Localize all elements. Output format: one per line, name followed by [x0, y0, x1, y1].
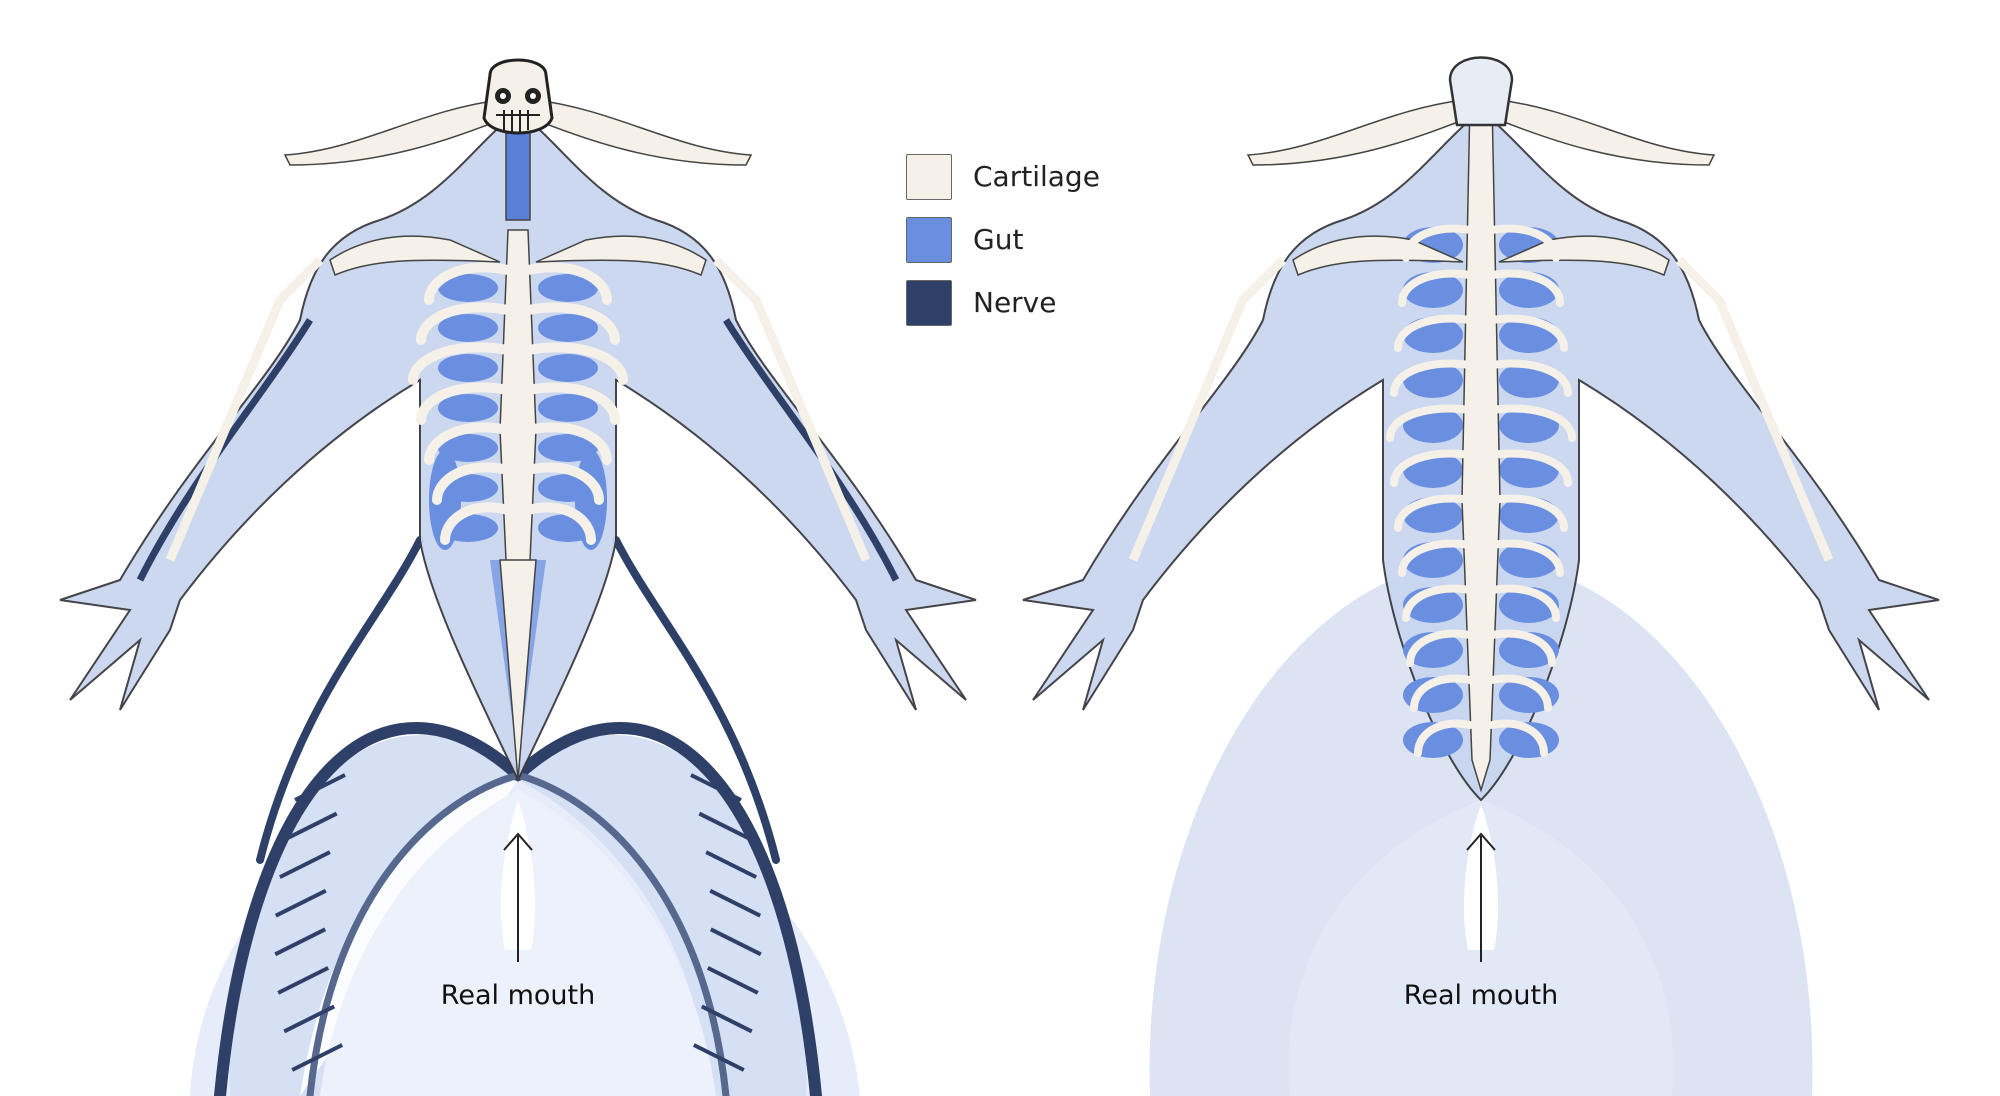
- nerve-swatch: [906, 279, 952, 326]
- back-ribcage: [1386, 224, 1576, 757]
- rib: [1488, 494, 1568, 532]
- rib: [1390, 449, 1474, 487]
- back-view-figure: [1022, 56, 1940, 1096]
- rib: [523, 262, 612, 305]
- back-mouth-caption: Real mouth: [1403, 980, 1559, 1011]
- nerve-branch: [278, 850, 331, 879]
- nerve-branch: [706, 966, 759, 995]
- rib: [416, 382, 513, 425]
- rib: [1414, 719, 1474, 757]
- front-view-figure: [59, 58, 977, 1096]
- rib: [1488, 629, 1556, 667]
- front-mouth-arrow: [503, 832, 533, 962]
- front-horns: [283, 99, 753, 166]
- front-mouth-caption: Real mouth: [440, 980, 596, 1011]
- legend-item-gut: Gut: [906, 216, 1100, 263]
- gut-lobe: [538, 314, 598, 342]
- rib: [1398, 269, 1474, 307]
- rib: [1394, 314, 1474, 352]
- legend: Cartilage Gut Nerve: [906, 153, 1100, 342]
- legend-item-nerve: Nerve: [906, 279, 1100, 326]
- nerve-branch: [285, 811, 338, 841]
- gut-lobe: [438, 434, 498, 462]
- gut-lobe: [538, 434, 598, 462]
- nerve-branch: [283, 1004, 336, 1034]
- rib: [523, 302, 620, 345]
- rib: [1488, 404, 1576, 442]
- rib: [1488, 674, 1552, 712]
- legend-label: Nerve: [973, 286, 1057, 319]
- legend-item-cartilage: Cartilage: [906, 153, 1100, 200]
- rib: [408, 342, 513, 385]
- gut-lobe: [538, 274, 598, 302]
- rib: [424, 422, 513, 465]
- rib: [1488, 449, 1572, 487]
- gut-lobe: [538, 394, 598, 422]
- rib: [1402, 224, 1474, 262]
- rib: [523, 382, 620, 425]
- rib: [432, 462, 513, 505]
- nerve-branch: [274, 888, 327, 918]
- nerve-branch: [705, 850, 758, 879]
- rib: [523, 502, 596, 545]
- nerve-branch: [698, 811, 751, 841]
- rib: [1390, 359, 1474, 397]
- gut-lobe: [538, 354, 598, 382]
- nerve-branch: [709, 927, 762, 957]
- rib: [523, 462, 604, 505]
- gut-lobe: [438, 354, 498, 382]
- nerve-branch: [291, 1043, 344, 1072]
- rib: [1488, 584, 1560, 622]
- rib: [1488, 269, 1564, 307]
- nerve-branch: [692, 1043, 745, 1072]
- rib: [1386, 404, 1474, 442]
- back-mouth-arrow: [1466, 832, 1496, 962]
- front-nerve-branches: [274, 773, 762, 1072]
- nerve-branch: [294, 773, 346, 802]
- rib: [1488, 224, 1560, 262]
- rib: [523, 342, 628, 385]
- cartilage-swatch: [906, 153, 952, 200]
- back-horns: [1246, 99, 1716, 166]
- gut-lobe: [438, 394, 498, 422]
- nerve-branch: [277, 966, 330, 995]
- legend-label: Gut: [973, 223, 1024, 256]
- gut-lobe: [438, 274, 498, 302]
- gut-lobe: [438, 314, 498, 342]
- legend-label: Cartilage: [973, 160, 1100, 193]
- front-nerve-loops: [214, 536, 822, 1096]
- rib: [523, 422, 612, 465]
- front-ribcage: [408, 262, 628, 545]
- back-head: [1448, 56, 1514, 127]
- nerve-branch: [274, 927, 327, 957]
- rib: [440, 502, 513, 545]
- rib: [424, 262, 513, 305]
- nerve-branch: [709, 888, 762, 918]
- rib: [416, 302, 513, 345]
- nerve-branch: [690, 773, 742, 802]
- rib: [1394, 494, 1474, 532]
- gut-swatch: [906, 216, 952, 263]
- rib: [1488, 719, 1548, 757]
- rib: [1488, 359, 1572, 397]
- rib: [1410, 674, 1474, 712]
- front-skull: [482, 58, 554, 135]
- rib: [1398, 539, 1474, 577]
- rib: [1406, 629, 1474, 667]
- rib: [1488, 539, 1564, 577]
- rib: [1488, 314, 1568, 352]
- nerve-branch: [700, 1004, 753, 1034]
- rib: [1402, 584, 1474, 622]
